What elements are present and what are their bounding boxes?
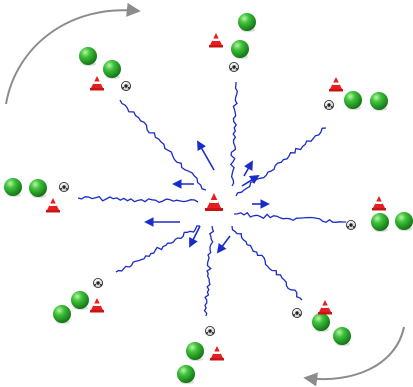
dribble-path-south-east (231, 225, 303, 301)
station-south (177, 325, 224, 384)
player-marker (29, 179, 47, 198)
station-west (4, 178, 70, 213)
station-north-west (79, 47, 132, 92)
cone-marker (318, 300, 332, 315)
ball-marker (291, 307, 302, 318)
player-marker (79, 47, 97, 66)
player-marker (395, 212, 413, 231)
dribble-path-south (203, 225, 215, 317)
cone-marker (210, 346, 224, 361)
direction-arrow-south (189, 225, 201, 248)
direction-arrow-north-east (241, 174, 260, 187)
player-marker (71, 291, 89, 310)
cone-marker (46, 198, 60, 213)
player-marker (371, 213, 389, 232)
player-marker (4, 178, 22, 197)
player-marker (53, 305, 71, 324)
dribble-path-north-east (235, 127, 327, 197)
rotation-arrow-bottom-right (303, 326, 405, 387)
cone-marker (329, 77, 343, 92)
ball-marker (121, 81, 132, 92)
station-east (345, 196, 413, 232)
stations (4, 13, 413, 384)
dribble-path-south-west (115, 225, 200, 273)
player-marker (312, 313, 330, 332)
direction-arrow-north-west (197, 140, 215, 171)
station-north (209, 13, 256, 73)
station-south-east (291, 300, 351, 346)
dribble-paths (77, 81, 346, 317)
cone-marker (90, 298, 104, 313)
player-marker (103, 60, 121, 79)
ball-marker (93, 277, 104, 288)
dribble-path-east (233, 211, 346, 223)
dribble-path-north (229, 81, 238, 187)
ball-marker (323, 100, 334, 111)
player-marker (231, 40, 249, 59)
ball-marker (59, 181, 70, 192)
player-marker (177, 365, 195, 384)
ball-marker (228, 62, 239, 73)
cone-marker (90, 76, 104, 91)
ball-marker (345, 219, 356, 230)
rotation-arrow-top-left (5, 2, 141, 105)
cone-marker (372, 196, 386, 211)
player-marker (186, 342, 204, 361)
cone-marker (209, 33, 223, 48)
dribble-path-west (77, 195, 199, 204)
station-north-east (323, 77, 388, 111)
player-marker (333, 327, 351, 346)
direction-arrow-south-east (216, 235, 231, 254)
dribble-path-north-west (119, 99, 207, 191)
center-cone (205, 193, 223, 211)
direction-arrow-north (243, 160, 253, 177)
player-marker (370, 92, 388, 111)
player-marker (344, 91, 362, 110)
player-marker (238, 13, 256, 32)
ball-marker (204, 325, 215, 336)
station-south-west (53, 277, 104, 324)
